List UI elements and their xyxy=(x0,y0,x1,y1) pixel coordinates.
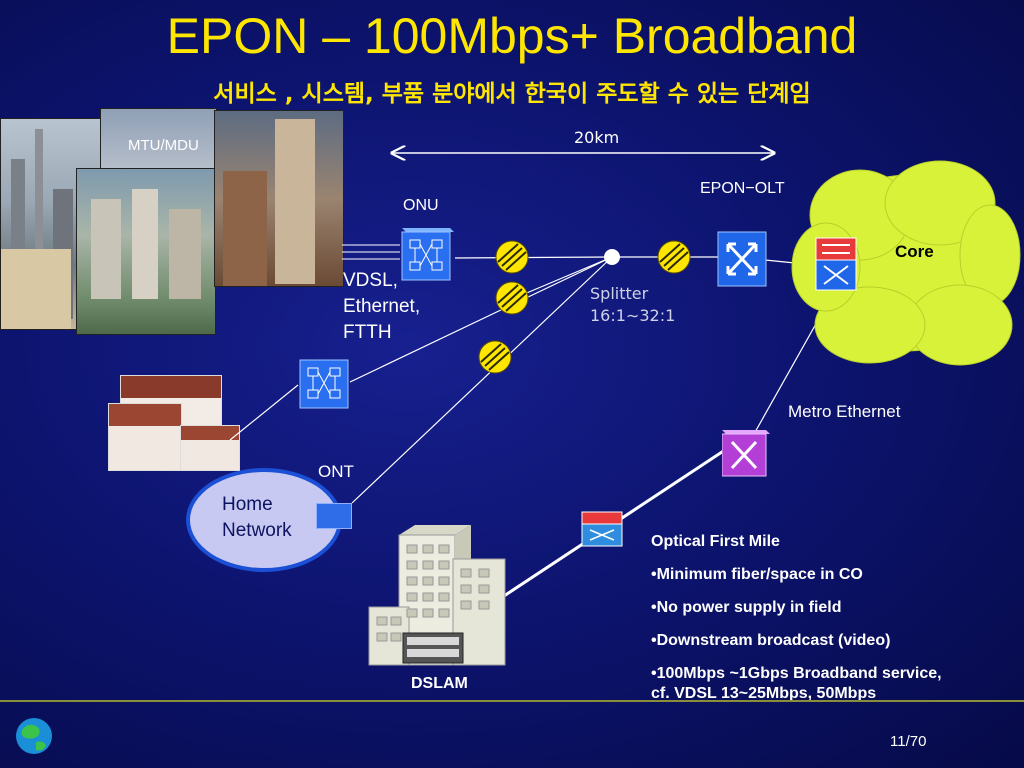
feature-item: •100Mbps ~1Gbps Broadband service, xyxy=(651,665,942,682)
feature-item: •Downstream broadcast (video) xyxy=(651,632,891,649)
slide-subtitle: 서비스 , 시스템, 부품 분야에서 한국이 주도할 수 있는 단계임 xyxy=(213,81,811,107)
fiber-node-icon xyxy=(495,240,529,274)
distance-label: 20km xyxy=(574,128,620,147)
feature-item: •Minimum fiber/space in CO xyxy=(651,566,863,583)
home-network-line1: Home xyxy=(222,494,273,515)
metro-ethernet-switch-icon xyxy=(722,430,770,477)
ont-label: ONT xyxy=(318,462,354,481)
apartments-photo xyxy=(76,168,216,335)
houses-image xyxy=(108,375,240,471)
core-label: Core xyxy=(895,242,934,261)
access-type-ftth: FTTH xyxy=(343,322,392,343)
access-types-label: VDSL, Ethernet, FTTH xyxy=(343,268,420,346)
epon-olt-label: EPON−OLT xyxy=(700,180,785,197)
globe-icon xyxy=(16,718,52,754)
metro-ethernet-label: Metro Ethernet xyxy=(788,402,901,421)
core-router-icon xyxy=(815,237,857,291)
splitter-title: Splitter xyxy=(590,284,649,303)
splitter-node xyxy=(604,249,620,265)
home-network-line2: Network xyxy=(222,520,292,541)
mtu-mdu-label: MTU/MDU xyxy=(128,137,199,154)
fiber-node-icon xyxy=(478,340,512,374)
splitter-ratio: 16:1∼32:1 xyxy=(590,306,676,325)
footer-divider xyxy=(0,700,1024,702)
feature-list-heading: Optical First Mile xyxy=(651,533,780,550)
access-type-vdsl: VDSL, xyxy=(343,270,398,291)
dslam-label: DSLAM xyxy=(411,675,468,692)
highrise-photo xyxy=(214,110,344,287)
onu-switch-icon xyxy=(401,228,454,281)
feature-item: •No power supply in field xyxy=(651,599,842,616)
slide-title: EPON – 100Mbps+ Broadband xyxy=(166,8,858,64)
onu-label: ONU xyxy=(403,197,439,214)
core-network-cloud xyxy=(791,160,1021,366)
epon-olt-switch-icon xyxy=(717,231,767,287)
mdu-links xyxy=(342,244,400,260)
access-router-icon xyxy=(581,511,623,547)
fiber-node-icon xyxy=(657,240,691,274)
ont-device-icon xyxy=(316,503,352,529)
page-number: 11/70 xyxy=(890,733,927,750)
access-type-ethernet: Ethernet, xyxy=(343,296,421,317)
building-switch-icon xyxy=(299,359,349,409)
feature-item: cf. VDSL 13~25Mbps, 50Mbps xyxy=(651,685,877,702)
splitter-label: Splitter 16:1∼32:1 xyxy=(590,283,675,327)
feature-list: Optical First Mile •Minimum fiber/space … xyxy=(651,532,1021,704)
dslam-building-icon xyxy=(368,525,506,666)
home-network-label: Home Network xyxy=(222,492,292,544)
fiber-node-icon xyxy=(495,281,529,315)
